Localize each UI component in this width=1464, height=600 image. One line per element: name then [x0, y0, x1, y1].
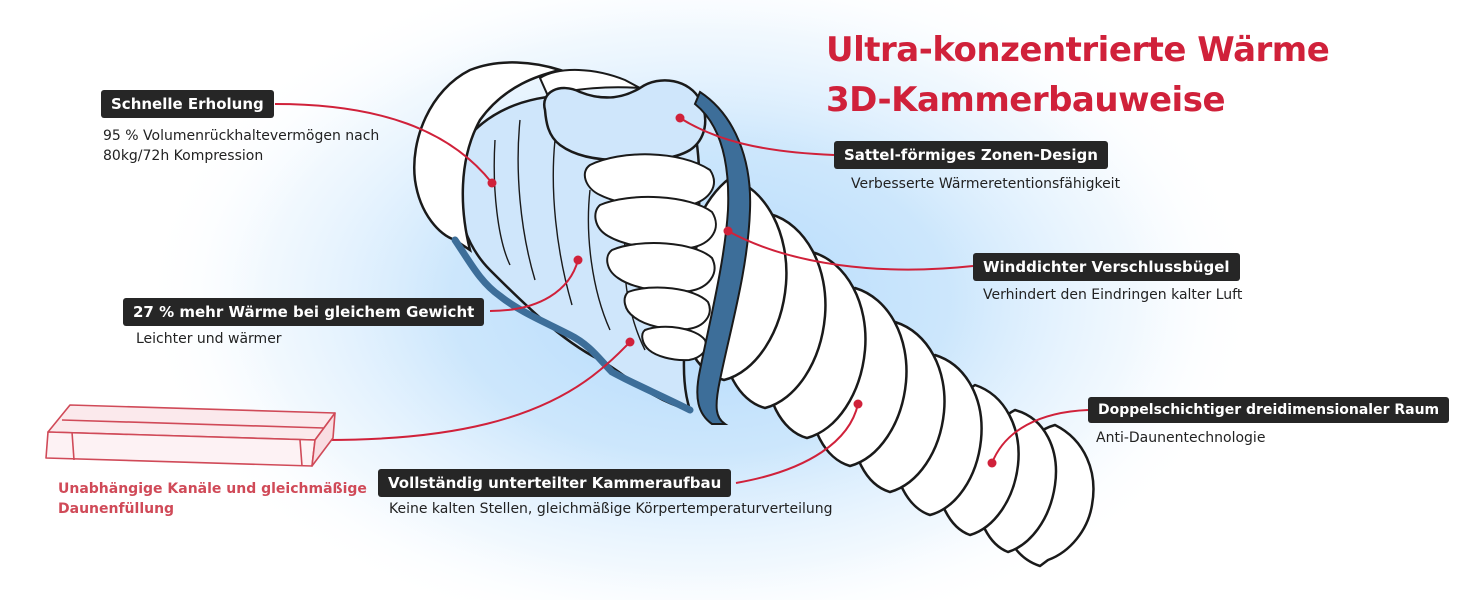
leader-lines — [274, 103, 1089, 484]
draft-collar — [693, 90, 752, 425]
callout-label-double-layer: Doppelschichtiger dreidimensionaler Raum — [1088, 397, 1450, 423]
callout-desc-warmth: Leichter und wärmer — [136, 331, 282, 347]
callout-desc-draft-collar: Verhindert den Eindringen kalter Luft — [983, 287, 1243, 303]
callout-label-quick-recovery: Schnelle Erholung — [101, 90, 274, 118]
title-line-2: 3D-Kammerbauweise — [826, 80, 1226, 120]
callout-label-chambers: Vollständig unterteilter Kammeraufbau — [378, 469, 732, 497]
callout-desc-channels-2: Daunenfüllung — [58, 501, 175, 517]
callout-desc-saddle: Verbesserte Wärmeretentionsfähigkeit — [851, 176, 1121, 192]
callout-label-saddle: Sattel-förmiges Zonen-Design — [834, 141, 1108, 169]
title-line-1: Ultra-konzentrierte Wärme — [826, 30, 1330, 70]
inner-chambers — [583, 153, 717, 362]
interior-trim — [451, 236, 694, 414]
callout-desc-quick-recovery-1: 95 % Volumenrückhaltevermögen nach — [103, 128, 380, 144]
callout-desc-channels-1: Unabhängige Kanäle und gleichmäßige — [58, 481, 367, 497]
saddle-pillow — [543, 79, 707, 162]
callout-desc-double-layer: Anti-Daunentechnologie — [1096, 430, 1266, 446]
callout-label-warmth: 27 % mehr Wärme bei gleichem Gewicht — [123, 298, 485, 326]
callout-label-draft-collar: Winddichter Verschlussbügel — [973, 253, 1240, 281]
callout-desc-quick-recovery-2: 80kg/72h Kompression — [103, 148, 264, 164]
leader-dots — [487, 113, 997, 468]
channel-box-icon — [45, 404, 336, 467]
callout-desc-chambers: Keine kalten Stellen, gleichmäßige Körpe… — [389, 501, 833, 517]
hood-shell — [413, 61, 565, 253]
